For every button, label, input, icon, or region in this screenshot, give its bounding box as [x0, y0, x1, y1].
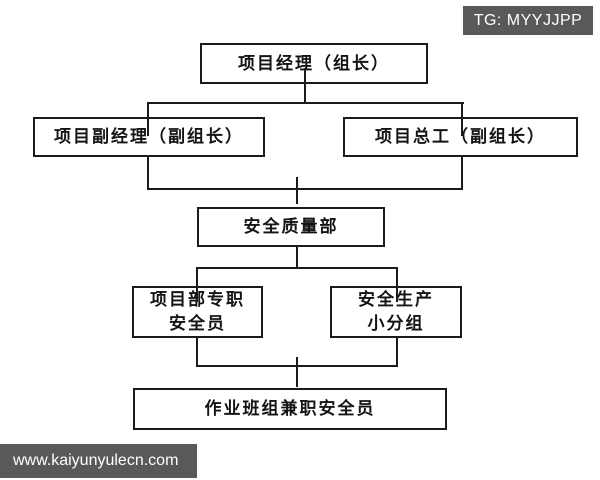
- connector-line: [296, 357, 298, 387]
- node-label: 安全质量部: [243, 217, 339, 237]
- node-deputy-project-manager: 项目副经理（副组长）: [33, 117, 265, 157]
- node-safety-production-group: 安全生产 小分组: [330, 286, 462, 338]
- connector-line: [147, 157, 149, 190]
- connector-line: [196, 267, 198, 302]
- node-label: 项目经理（组长）: [238, 53, 390, 73]
- connector-line: [196, 267, 398, 269]
- connector-line: [461, 157, 463, 190]
- connector-line: [396, 338, 398, 367]
- connector-line: [296, 177, 298, 204]
- node-label: 项目部专职 安全员: [150, 290, 243, 333]
- node-label: 项目总工（副组长）: [375, 127, 546, 147]
- connector-line: [147, 188, 463, 190]
- connector-line: [461, 102, 463, 136]
- watermark-url-bar: www.kaiyunyulecn.com: [0, 444, 197, 478]
- node-project-manager: 项目经理（组长）: [200, 43, 428, 84]
- node-label: 安全生产 小分组: [358, 290, 432, 333]
- node-safety-quality-dept: 安全质量部: [197, 207, 385, 247]
- node-fulltime-safety-officer: 项目部专职 安全员: [132, 286, 263, 338]
- connector-line: [147, 102, 464, 104]
- node-chief-engineer: 项目总工（副组长）: [343, 117, 578, 157]
- connector-line: [296, 247, 298, 269]
- node-label: 项目副经理（副组长）: [54, 127, 244, 147]
- node-team-parttime-safety-officer: 作业班组兼职安全员: [133, 388, 447, 430]
- telegram-badge-text: TG: MYYJJPP: [473, 11, 583, 29]
- connector-line: [196, 338, 198, 367]
- connector-line: [304, 68, 306, 104]
- telegram-badge: TG: MYYJJPP: [463, 6, 593, 35]
- connector-line: [147, 102, 149, 136]
- connector-line: [396, 267, 398, 302]
- node-label: 作业班组兼职安全员: [204, 399, 376, 419]
- watermark-url-text: www.kaiyunyulecn.com: [13, 452, 179, 469]
